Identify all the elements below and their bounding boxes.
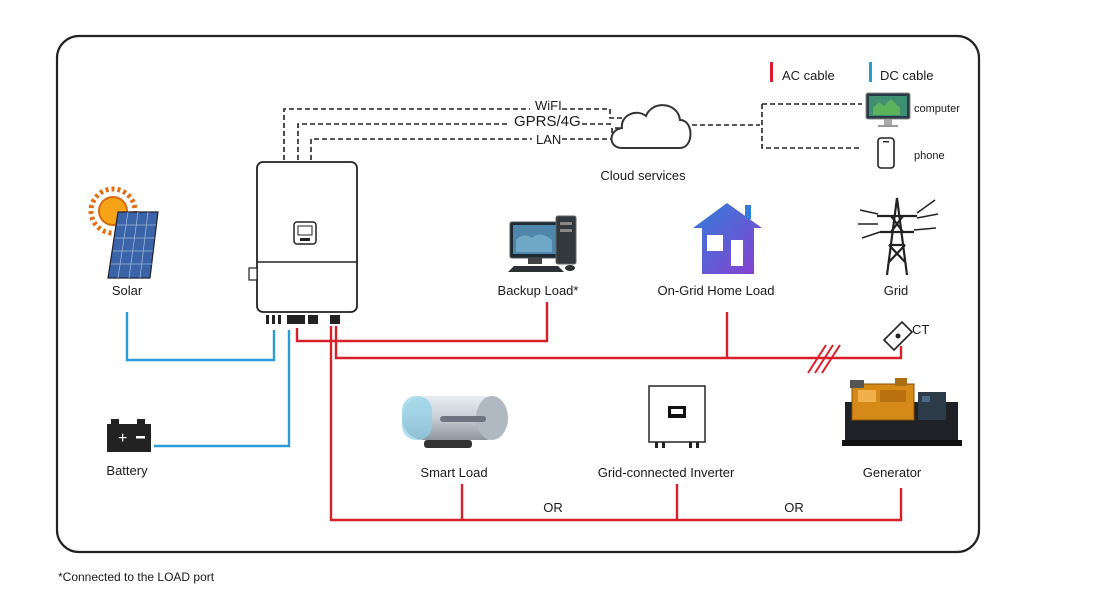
- backup-load-label: Backup Load*: [497, 283, 579, 298]
- diagram-frame: [55, 34, 981, 554]
- ct-clamp-icon: [882, 320, 914, 352]
- ac-cables: [295, 302, 903, 522]
- solar-panel-icon: [107, 211, 159, 279]
- phone-icon: [877, 137, 895, 169]
- generator-icon: [842, 378, 962, 446]
- house-icon: [693, 203, 762, 274]
- desktop-pc-icon: [508, 215, 577, 272]
- communication-lines: [283, 103, 862, 160]
- computer-label: computer: [914, 103, 960, 115]
- lan-label: LAN: [536, 132, 562, 147]
- solar-label: Solar: [111, 283, 143, 298]
- transmission-tower-icon: [858, 197, 939, 276]
- dc-cable-legend-mark: [869, 62, 872, 82]
- grid-label: Grid: [883, 283, 909, 298]
- grid-inverter-label: Grid-connected Inverter: [597, 465, 735, 480]
- svg-text:+: +: [118, 430, 127, 447]
- ct-label: CT: [912, 322, 930, 337]
- ac-slash-marks: [807, 344, 841, 374]
- battery-icon: +: [107, 419, 151, 452]
- dc-cable-legend-label: DC cable: [880, 68, 934, 83]
- or-right-label: OR: [784, 500, 804, 515]
- water-heater-icon: [402, 396, 508, 448]
- smart-load-label: Smart Load: [420, 465, 488, 480]
- battery-label: Battery: [106, 463, 148, 478]
- wifi-label: WiFI: [535, 98, 562, 113]
- computer-icon: [865, 92, 911, 127]
- cloud-services-label: Cloud services: [600, 168, 686, 183]
- grid-inverter-icon: [648, 385, 706, 448]
- or-left-label: OR: [543, 500, 563, 515]
- dc-cables: [125, 312, 291, 448]
- generator-label: Generator: [862, 465, 922, 480]
- ac-cable-legend-mark: [770, 62, 773, 82]
- ac-cable-legend-label: AC cable: [782, 68, 835, 83]
- footnote: *Connected to the LOAD port: [58, 570, 215, 584]
- home-load-label: On-Grid Home Load: [657, 283, 775, 298]
- gprs-label: GPRS/4G: [514, 113, 581, 130]
- cloud-icon: [610, 104, 692, 149]
- inverter-icon: [248, 161, 358, 324]
- phone-label: phone: [914, 150, 945, 162]
